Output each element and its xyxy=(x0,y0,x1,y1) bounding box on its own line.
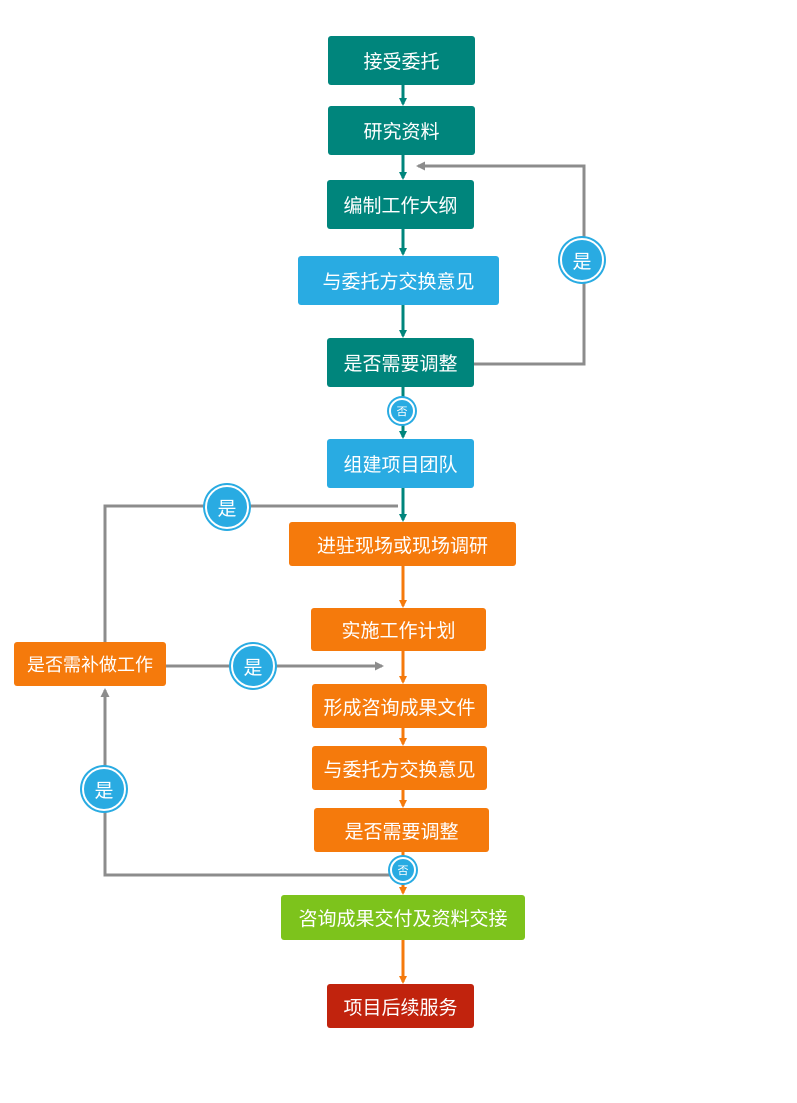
step-exchange-opinions-2: 与委托方交换意见 xyxy=(312,746,487,790)
step-research-materials: 研究资料 xyxy=(328,106,475,155)
step-deliver-results: 咨询成果交付及资料交接 xyxy=(281,895,525,940)
step-implement-plan: 实施工作计划 xyxy=(311,608,486,651)
step-prepare-outline: 编制工作大纲 xyxy=(327,180,474,229)
badge-yes-adjust1: 是 xyxy=(560,238,604,282)
badge-yes-supplement-top: 是 xyxy=(205,485,249,529)
decision-need-supplement: 是否需补做工作 xyxy=(14,642,166,686)
badge-no-adjust2: 否 xyxy=(390,857,416,883)
loop-adjust2-no-to-supplement xyxy=(100,688,395,877)
step-exchange-opinions-1: 与委托方交换意见 xyxy=(298,256,499,305)
badge-no-adjust1: 否 xyxy=(389,398,415,424)
badge-yes-adjust2: 是 xyxy=(82,767,126,811)
step-onsite-survey: 进驻现场或现场调研 xyxy=(289,522,516,566)
badge-yes-supplement-right: 是 xyxy=(231,644,275,688)
loop-supplement-yes-to-onsite xyxy=(103,504,398,642)
decision-need-adjust-2: 是否需要调整 xyxy=(314,808,489,852)
decision-need-adjust-1: 是否需要调整 xyxy=(327,338,474,387)
step-form-results: 形成咨询成果文件 xyxy=(312,684,487,728)
step-build-team: 组建项目团队 xyxy=(327,439,474,488)
step-accept-commission: 接受委托 xyxy=(328,36,475,85)
step-follow-up-service: 项目后续服务 xyxy=(327,984,474,1028)
